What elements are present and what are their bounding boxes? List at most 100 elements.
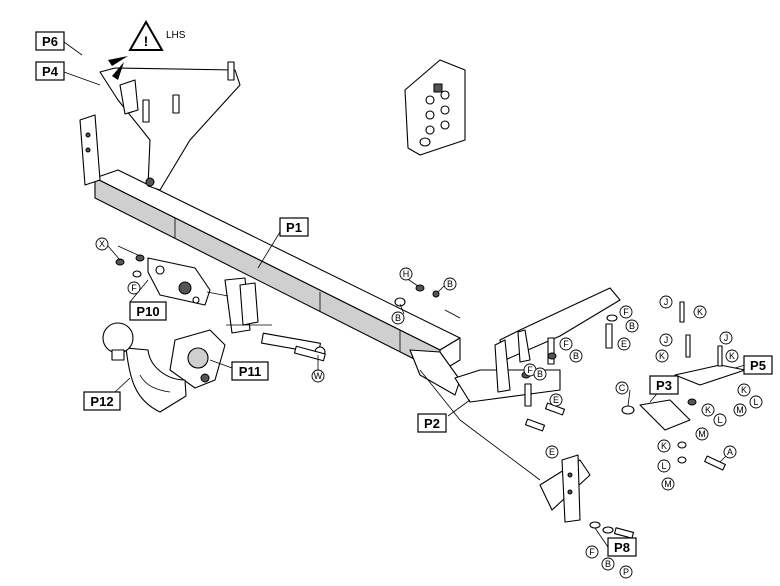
svg-text:L: L: [661, 461, 666, 471]
callout-b-5: B: [533, 367, 547, 381]
svg-text:E: E: [549, 447, 555, 457]
label-p12: P12: [83, 391, 121, 411]
lhs-label: LHS: [166, 30, 186, 41]
label-p1: P1: [279, 217, 309, 237]
label-p10: P10: [129, 301, 167, 321]
callout-k-6: K: [657, 439, 671, 453]
svg-text:F: F: [563, 339, 569, 349]
callout-e-1: E: [617, 337, 631, 351]
callout-k-3: K: [725, 349, 739, 363]
callout-l-1: L: [749, 395, 763, 409]
callout-l-2: L: [713, 413, 727, 427]
callout-b-4: B: [569, 349, 583, 363]
svg-text:A: A: [727, 447, 733, 457]
svg-text:P10: P10: [136, 304, 159, 319]
svg-text:B: B: [447, 279, 453, 289]
svg-text:M: M: [698, 429, 706, 439]
svg-text:B: B: [605, 559, 611, 569]
svg-text:B: B: [537, 369, 543, 379]
svg-text:P8: P8: [614, 540, 630, 555]
svg-text:E: E: [553, 395, 559, 405]
svg-text:!: !: [144, 33, 149, 49]
bolts-group: [115, 254, 726, 539]
callout-p: P: [619, 565, 633, 579]
label-p11: P11: [231, 361, 269, 381]
svg-text:K: K: [741, 385, 747, 395]
svg-text:F: F: [589, 547, 595, 557]
svg-text:P6: P6: [42, 34, 58, 49]
callout-k-1: K: [693, 305, 707, 319]
label-p2: P2: [417, 413, 447, 433]
callout-e-3: E: [545, 445, 559, 459]
svg-text:K: K: [697, 307, 703, 317]
callout-b-1: B: [443, 277, 457, 291]
warning-triangle-icon: [128, 19, 164, 51]
callout-j-2: J: [659, 333, 673, 347]
callout-k-5: K: [701, 403, 715, 417]
svg-text:X: X: [99, 239, 105, 249]
callout-f-4: F: [585, 545, 599, 559]
callout-k-2: K: [655, 349, 669, 363]
svg-text:M: M: [664, 479, 672, 489]
svg-text:H: H: [403, 269, 410, 279]
svg-text:P2: P2: [424, 416, 440, 431]
callout-a: A: [723, 445, 737, 459]
svg-text:B: B: [395, 313, 401, 323]
svg-text:P12: P12: [90, 394, 113, 409]
warning-callout: ! LHS: [108, 19, 186, 80]
callout-c: C: [615, 381, 629, 395]
left-lower-brackets: [224, 277, 326, 358]
svg-text:P3: P3: [656, 378, 672, 393]
callout-m-1: M: [733, 403, 747, 417]
svg-text:B: B: [629, 321, 635, 331]
svg-text:K: K: [661, 441, 667, 451]
callout-f-1: F: [619, 305, 633, 319]
svg-text:P11: P11: [239, 364, 261, 379]
svg-text:P: P: [623, 567, 629, 577]
right-side-brackets: [409, 287, 746, 523]
label-p8: P8: [607, 537, 637, 557]
label-p6: P6: [35, 31, 65, 51]
label-p4: P4: [35, 61, 65, 81]
callout-x: X: [95, 237, 109, 251]
callout-b-6: B: [601, 557, 615, 571]
callout-j-3: J: [719, 331, 733, 345]
svg-text:K: K: [705, 405, 711, 415]
svg-text:F: F: [623, 307, 629, 317]
svg-text:J: J: [664, 297, 669, 307]
label-p3: P3: [649, 375, 679, 395]
svg-text:P5: P5: [750, 358, 766, 373]
callout-h: H: [399, 267, 413, 281]
callout-w: W: [311, 369, 325, 383]
socket-plate: [147, 257, 229, 306]
callout-f-2: F: [559, 337, 573, 351]
svg-text:C: C: [619, 383, 626, 393]
left-side-bracket: [79, 61, 241, 191]
label-p5: P5: [743, 355, 773, 375]
svg-text:P1: P1: [286, 220, 302, 235]
svg-text:J: J: [664, 335, 669, 345]
svg-text:J: J: [724, 333, 729, 343]
callout-b-3: B: [625, 319, 639, 333]
svg-text:K: K: [729, 351, 735, 361]
svg-text:M: M: [736, 405, 744, 415]
svg-text:B: B: [573, 351, 579, 361]
callout-e-2: E: [549, 393, 563, 407]
main-crossbar: [94, 169, 461, 373]
callout-f-left: F: [127, 281, 141, 295]
svg-text:P4: P4: [42, 64, 59, 79]
svg-text:L: L: [717, 415, 722, 425]
detail-inset: [404, 59, 466, 156]
callout-b-2: B: [391, 311, 405, 325]
callout-m-3: M: [661, 477, 675, 491]
svg-text:K: K: [659, 351, 665, 361]
callout-j-1: J: [659, 295, 673, 309]
callout-m-2: M: [695, 427, 709, 441]
svg-text:W: W: [314, 371, 323, 381]
leader-lines: [63, 41, 746, 548]
svg-text:F: F: [527, 365, 533, 375]
swan-neck-coupling: [102, 322, 226, 413]
callout-k-4: K: [737, 383, 751, 397]
svg-text:E: E: [621, 339, 627, 349]
